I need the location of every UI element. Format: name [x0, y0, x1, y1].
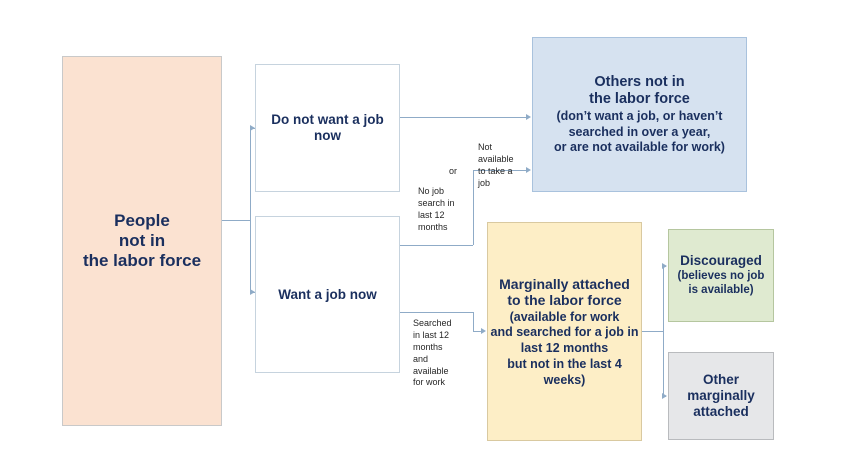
node-others-line1: Others not in: [594, 73, 685, 90]
edge-label-searched-l3: months: [413, 341, 443, 352]
node-others-sub1: (don’t want a job, or haven’t: [556, 108, 723, 123]
connector-wantjob-riser: [473, 170, 474, 245]
node-marginal-sub2: and searched for a job in: [490, 325, 639, 340]
edge-label-no-job-search-l4: months: [418, 221, 448, 232]
node-people-line2: not in: [118, 230, 166, 250]
arrowhead-wantjob-to-marginal: [481, 327, 486, 334]
node-discouraged[interactable]: Discouraged (believes no job is availabl…: [668, 229, 774, 322]
edge-label-not-available-l3: to take a: [478, 165, 513, 176]
arrowhead-donotwant-to-others: [526, 113, 531, 120]
node-others-sub3: or are not available for work): [554, 140, 725, 155]
node-marginal-sub1: (available for work: [509, 309, 620, 324]
edge-label-searched-l1: Searched: [413, 318, 452, 328]
node-othermarg-line1: Other: [702, 372, 739, 388]
node-wantjob-line1: Want a job now: [278, 286, 377, 302]
node-marginal-sub4: but not in the last 4: [507, 356, 622, 371]
node-others-line2: the labor force: [589, 90, 690, 107]
edge-label-or-text: or: [449, 166, 458, 176]
edge-label-not-available-l1: Not: [478, 142, 493, 152]
connector-marginal-trunk: [642, 331, 663, 332]
edge-label-searched-l2: in last 12: [413, 329, 450, 340]
node-marginal-sub3: last 12 months: [520, 341, 609, 356]
node-othermarg-line2: marginally: [687, 388, 755, 404]
edge-label-no-job-search-l2: search in: [418, 197, 455, 208]
edge-label-no-job-search: No job search in last 12 months: [418, 186, 470, 234]
edge-label-no-job-search-l3: last 12: [418, 209, 445, 220]
node-discouraged-sub1: (believes no job: [677, 269, 765, 282]
node-donotwant-line2: now: [314, 128, 341, 143]
node-donotwant-line1: Do not want a job: [271, 112, 384, 128]
node-marginal-line2: to the labor force: [507, 292, 622, 309]
edge-label-or: or: [449, 166, 457, 178]
edge-label-searched-l6: for work: [413, 377, 446, 388]
edge-label-searched-in-last-12-months: Searched in last 12 months and available…: [413, 318, 463, 389]
edge-label-not-available-to-take-a-job: Not available to take a job: [478, 142, 526, 190]
arrowhead-to-discouraged: [662, 262, 667, 269]
node-marginal-line1: Marginally attached: [499, 275, 630, 292]
node-marginally-attached-to-labor-force[interactable]: Marginally attached to the labor force (…: [487, 222, 642, 441]
node-people-not-in-labor-force[interactable]: People not in the labor force: [62, 56, 222, 426]
edge-label-searched-l5: available: [413, 365, 449, 376]
arrowhead-to-othermarginal: [662, 392, 667, 399]
node-want-a-job-now[interactable]: Want a job now: [255, 216, 400, 373]
edge-label-not-available-l2: available: [478, 153, 514, 164]
node-other-marginally-attached[interactable]: Other marginally attached: [668, 352, 774, 440]
edge-label-no-job-search-l1: No job: [418, 186, 445, 196]
edge-label-searched-l4: and: [413, 353, 429, 364]
node-discouraged-sub2: is available): [688, 284, 754, 297]
arrowhead-wantjob-to-others: [526, 166, 531, 173]
connector-people-split-vertical: [250, 128, 251, 292]
connector-dropper-to-marginal: [473, 331, 481, 332]
connector-wantjob-dropper: [473, 312, 474, 331]
connector-people-trunk: [222, 220, 250, 221]
connector-wantjob-bottom-stub: [400, 312, 473, 313]
node-marginal-sub5: weeks): [543, 372, 586, 387]
arrowhead-to-wantjob: [250, 288, 255, 295]
edge-label-not-available-l4: job: [478, 177, 491, 188]
node-others-sub2: searched in over a year,: [568, 124, 711, 139]
connector-donotwant-to-others: [400, 117, 526, 118]
node-people-line1: People: [114, 210, 170, 230]
connector-riser-to-others: [473, 170, 526, 171]
node-othermarg-line3: attached: [693, 403, 749, 419]
node-others-not-in-labor-force[interactable]: Others not in the labor force (don’t wan…: [532, 37, 747, 192]
arrowhead-to-donotwant: [250, 124, 255, 131]
connector-marginal-split-vertical: [663, 266, 664, 396]
node-discouraged-line1: Discouraged: [680, 252, 762, 268]
node-people-line3: the labor force: [82, 251, 202, 271]
node-do-not-want-a-job-now[interactable]: Do not want a job now: [255, 64, 400, 192]
connector-wantjob-top-stub: [400, 245, 473, 246]
